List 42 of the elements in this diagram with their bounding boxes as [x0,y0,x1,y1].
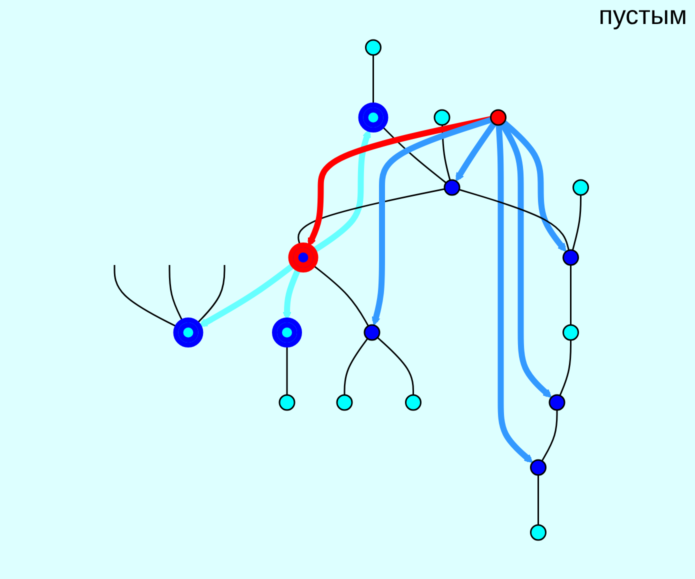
connector [286,344,288,394]
connector [344,338,368,394]
connector [541,410,558,461]
node-circle [364,38,382,56]
node-circle [530,524,546,540]
node-circle [572,178,589,196]
node-circle [562,324,579,340]
node-circle [434,108,450,126]
connector [537,474,539,524]
node-circle [358,102,388,132]
connector [196,264,226,324]
connector [458,188,570,250]
node-circle [444,178,460,196]
node-circle [404,394,422,410]
node-circle [364,324,380,340]
node-circle [336,394,353,410]
connector [381,125,446,183]
connector [570,264,572,324]
arrow [372,116,492,326]
connector [572,194,582,250]
connector [372,54,374,104]
node-circle [490,108,506,126]
note-text: пустым [598,0,687,31]
node-circle [278,394,296,410]
arrow [282,267,301,320]
node-circle [548,394,566,410]
connector [441,124,451,180]
arrow [496,124,533,462]
arrow [455,121,496,181]
node-circle [288,242,318,272]
connector [559,340,572,396]
node-circle [562,248,579,266]
connector [376,336,414,394]
connector [168,264,184,322]
connector [297,188,445,246]
connector [312,264,369,326]
node-circle [530,458,546,476]
node-circle [272,317,302,347]
connector [114,264,178,327]
node-circle [173,317,204,347]
arrow [307,116,492,246]
arrow [198,262,296,326]
